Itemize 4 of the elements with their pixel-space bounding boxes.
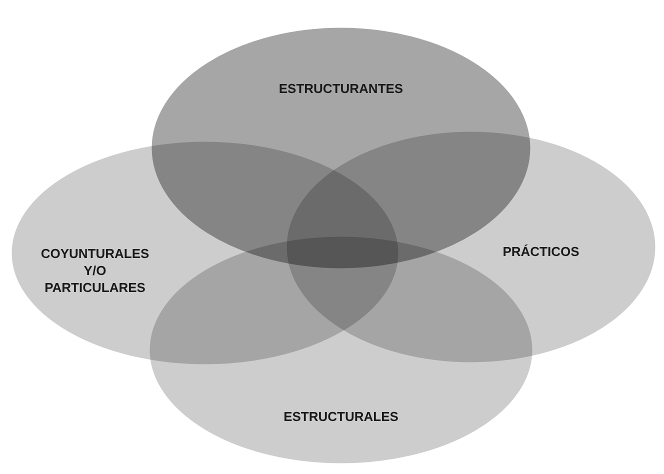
set-label: PRÁCTICOS bbox=[502, 243, 580, 260]
set-label: COYUNTURALES Y/O PARTICULARES bbox=[40, 245, 150, 296]
set-label: ESTRUCTURANTES bbox=[278, 80, 404, 97]
set-label: ESTRUCTURALES bbox=[282, 408, 400, 425]
